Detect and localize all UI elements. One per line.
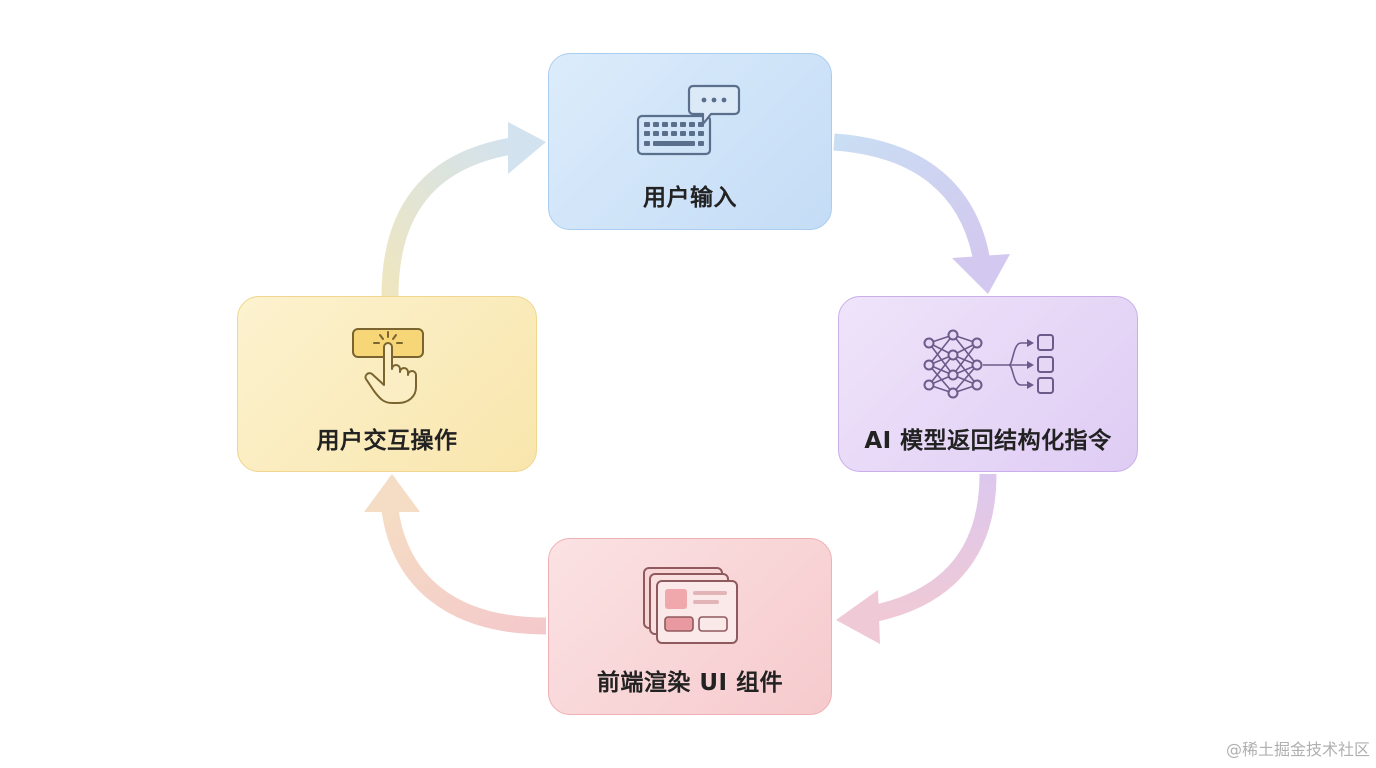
node-frontend-render-ui: 前端渲染 UI 组件 — [548, 538, 832, 715]
neural-network-icon — [923, 329, 1054, 399]
node-label-ai-structured-instructions: AI 模型返回结构化指令 — [864, 428, 1112, 454]
keyboard-chat-icon — [636, 84, 741, 156]
arrow-ai-to-render — [836, 473, 997, 644]
node-ai-structured-instructions: AI 模型返回结构化指令 — [838, 296, 1138, 472]
ui-components-icon — [643, 567, 738, 644]
arrow-render-to-interact — [364, 474, 547, 635]
arrow-input-to-ai — [833, 133, 1010, 294]
node-user-input: 用户输入 — [548, 53, 832, 230]
node-label-frontend-render-ui: 前端渲染 UI 组件 — [596, 670, 784, 696]
node-label-user-interaction: 用户交互操作 — [316, 428, 458, 454]
watermark: @稀土掘金技术社区 — [1225, 740, 1370, 759]
node-user-interaction: 用户交互操作 — [237, 296, 537, 472]
arrow-interact-to-input — [381, 122, 546, 297]
node-label-user-input: 用户输入 — [643, 185, 737, 211]
pointer-click-icon — [352, 328, 424, 404]
